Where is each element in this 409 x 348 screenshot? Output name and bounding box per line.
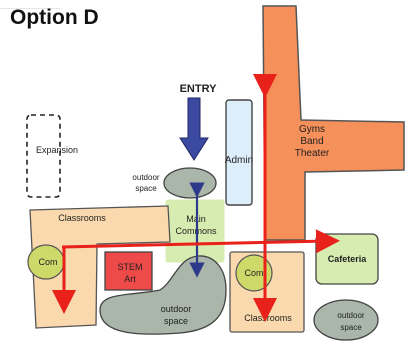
page-title: Option D [10, 6, 99, 29]
outdoor-bottom-label-line2: space [164, 316, 188, 326]
theater-label: Theater [295, 148, 330, 159]
entry-label: ENTRY [180, 83, 218, 95]
outdoor-bottom-label-line1: outdoor [161, 304, 192, 314]
commons-left-label: Com [38, 257, 57, 267]
stem-art-block [104, 251, 153, 291]
red-arrow-horizontal [61, 229, 340, 254]
band-label: Band [300, 136, 323, 147]
gyms-label: Gyms [299, 124, 325, 135]
outdoor-right-label-line2: space [340, 323, 362, 332]
stem-label: STEM [117, 262, 142, 272]
top-divider [0, 0, 60, 9]
admin-block [225, 99, 253, 206]
art-label: Art [124, 274, 136, 284]
expansion-area [26, 114, 61, 198]
commons-right-label: Com [244, 268, 263, 278]
outdoor-top-label-line2: space [135, 184, 157, 193]
outdoor-right-label-line1: outdoor [337, 311, 364, 320]
classrooms-left-label: Classrooms [58, 213, 106, 223]
outdoor-space-right [313, 299, 379, 341]
admin-label: Admin [225, 155, 253, 166]
cafeteria-label: Cafeteria [328, 254, 368, 264]
expansion-label: Expansion [36, 145, 78, 155]
outdoor-space-top [163, 167, 217, 199]
classrooms-right-label: Classrooms [244, 313, 292, 323]
entry-arrow [179, 97, 209, 161]
gyms-block [262, 5, 405, 241]
outdoor-top-label-line1: outdoor [132, 173, 159, 182]
